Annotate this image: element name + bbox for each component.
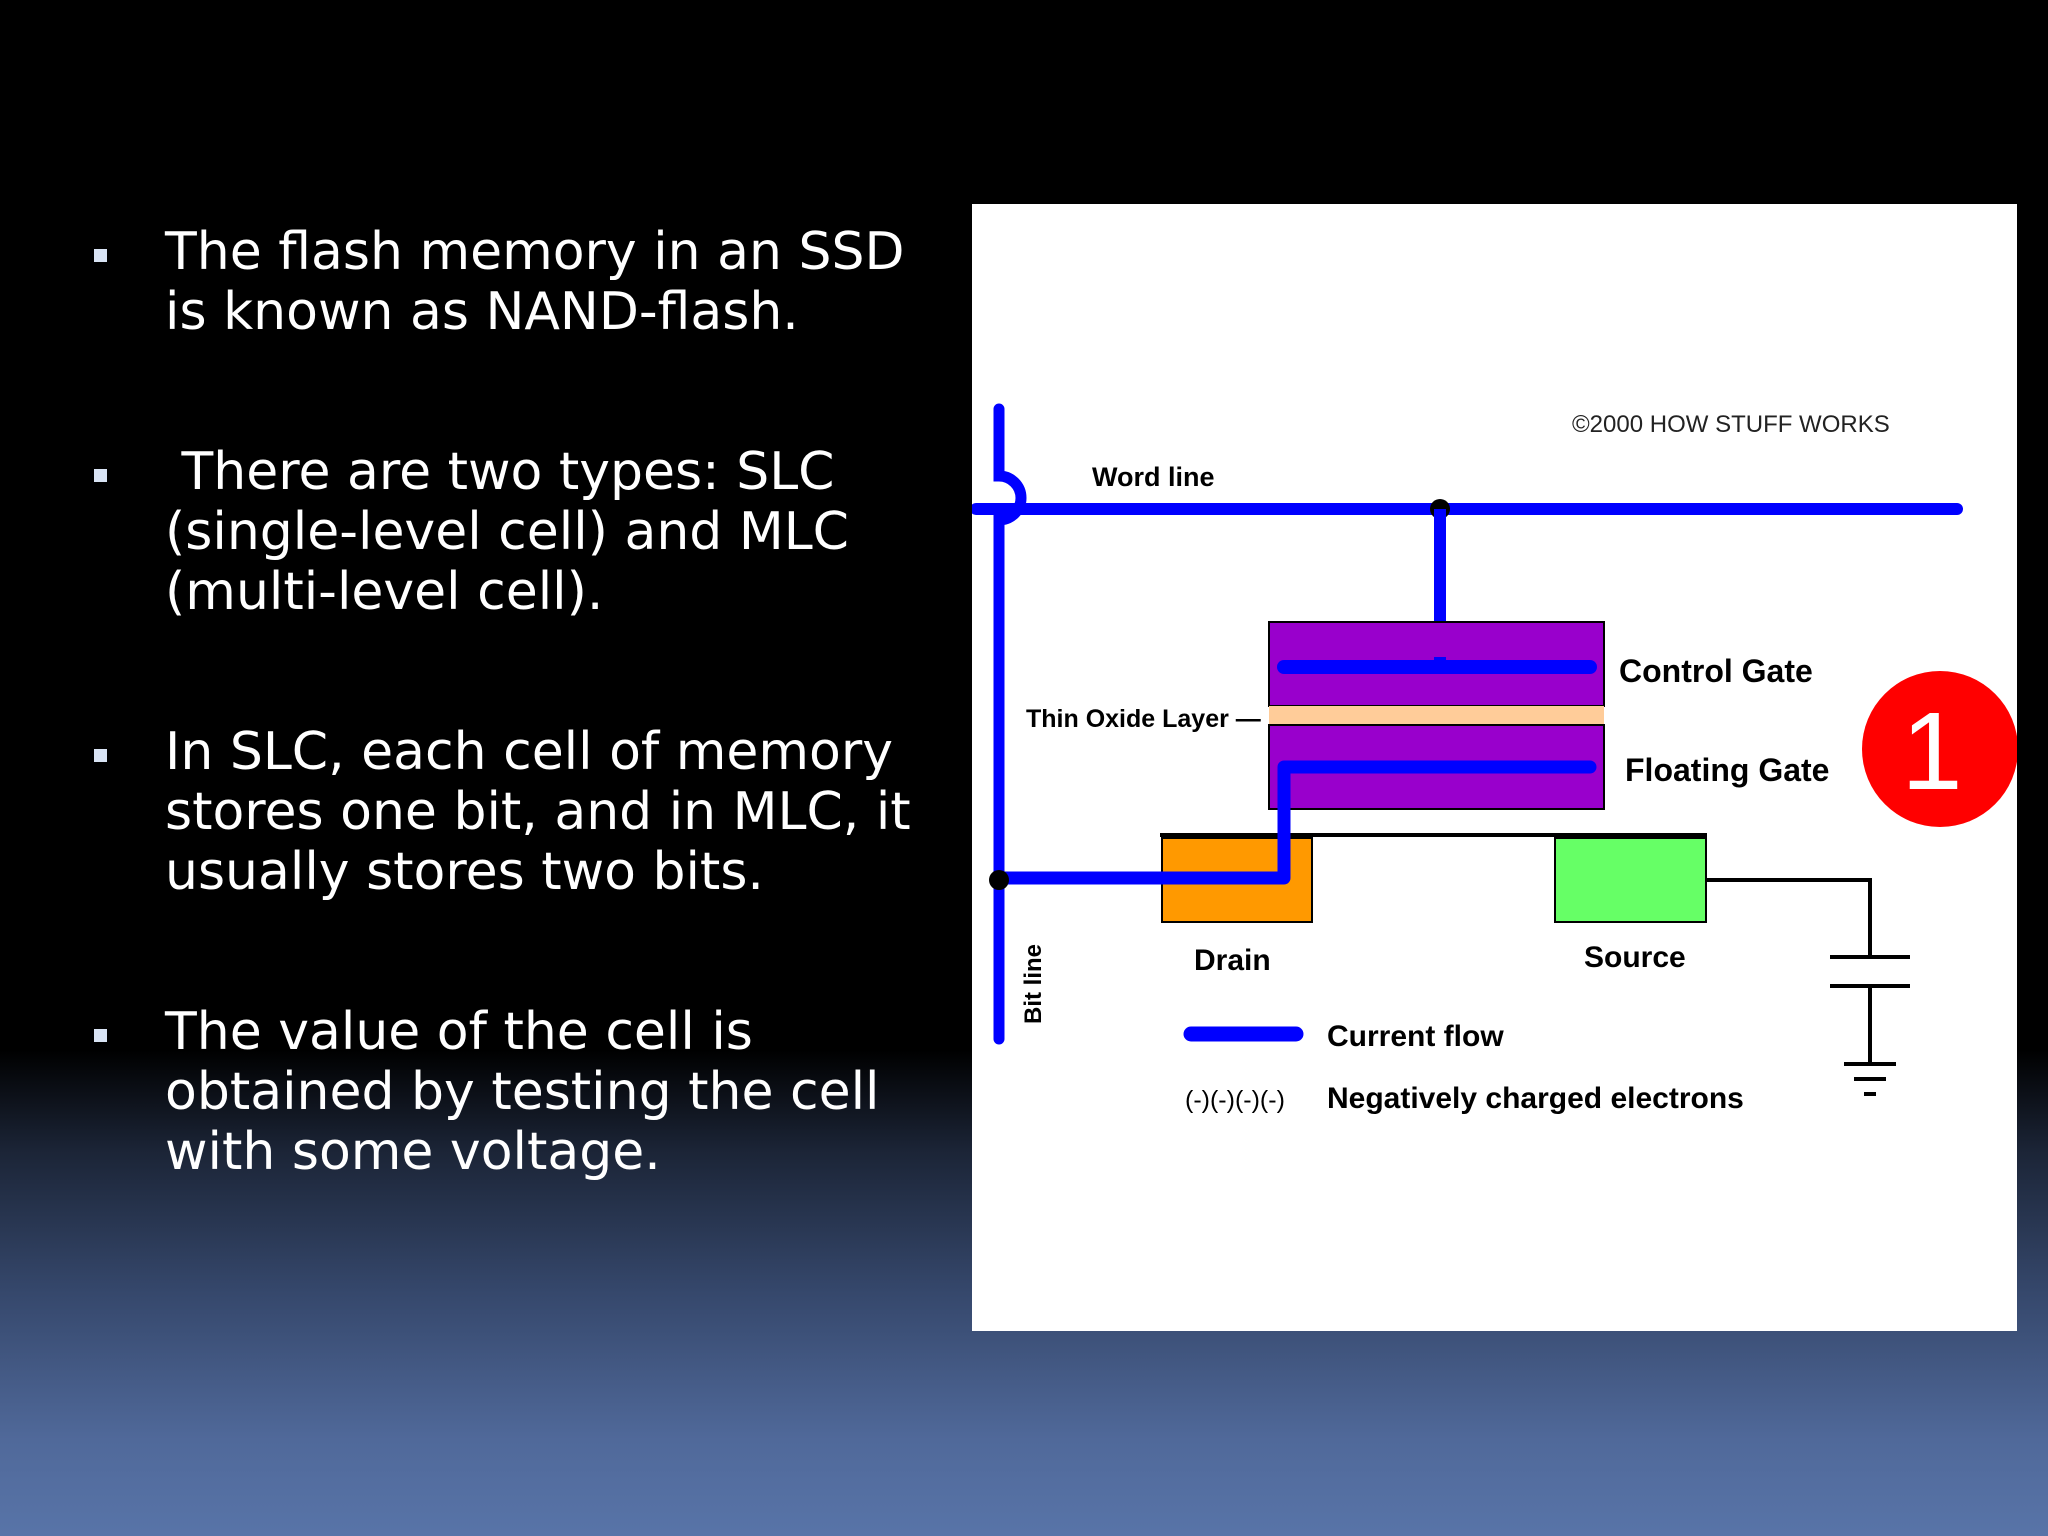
copyright-text: ©2000 HOW STUFF WORKS: [1572, 411, 1890, 438]
source-block: [1554, 837, 1707, 923]
bullet-item: There are two types: SLC (single-level c…: [80, 442, 930, 622]
legend-electrons-label: Negatively charged electrons: [1327, 1082, 1744, 1115]
bullet-text: The value of the cell is obtained by tes…: [165, 1002, 880, 1182]
floating-gate-label: Floating Gate: [1625, 752, 1829, 788]
bullet-text: In SLC, each cell of memory stores one b…: [165, 722, 911, 902]
drain-label: Drain: [1194, 944, 1271, 977]
source-label: Source: [1584, 941, 1686, 974]
bit-line-wire: [993, 403, 1027, 1045]
bullet-text: There are two types: SLC (single-level c…: [165, 442, 866, 622]
legend-current-flow-label: Current flow: [1327, 1020, 1504, 1053]
bit-line-label: Bit line: [1020, 944, 1047, 1024]
square-bullet-icon: [94, 469, 107, 482]
step-badge-number: 1: [1901, 690, 1962, 813]
control-gate-label: Control Gate: [1619, 653, 1813, 689]
bit-line-junction-dot: [989, 870, 1009, 890]
thin-oxide-layer-block: [1269, 706, 1604, 725]
step-badge: [1862, 671, 2017, 827]
thin-oxide-layer-label: Thin Oxide Layer —: [1026, 705, 1261, 733]
square-bullet-icon: [94, 749, 107, 762]
bullet-text: The flash memory in an SSD is known as N…: [165, 222, 905, 342]
source-ground-wire: [1706, 878, 1872, 957]
word-line-label: Word line: [1092, 462, 1215, 492]
square-bullet-icon: [94, 249, 107, 262]
flash-cell-diagram-svg: ©2000 HOW STUFF WORKS Word line: [972, 403, 2017, 1115]
current-flow-path: [992, 760, 1597, 885]
flash-cell-diagram: ©2000 HOW STUFF WORKS Word line: [972, 204, 2017, 1331]
square-bullet-icon: [94, 1029, 107, 1042]
bullet-item: The flash memory in an SSD is known as N…: [80, 222, 930, 342]
legend-electrons-symbol: (-)(-)(-)(-): [1185, 1086, 1285, 1114]
bullet-item: The value of the cell is obtained by tes…: [80, 1002, 930, 1182]
bullet-list: The flash memory in an SSD is known as N…: [80, 222, 930, 1182]
bullet-item: In SLC, each cell of memory stores one b…: [80, 722, 930, 902]
